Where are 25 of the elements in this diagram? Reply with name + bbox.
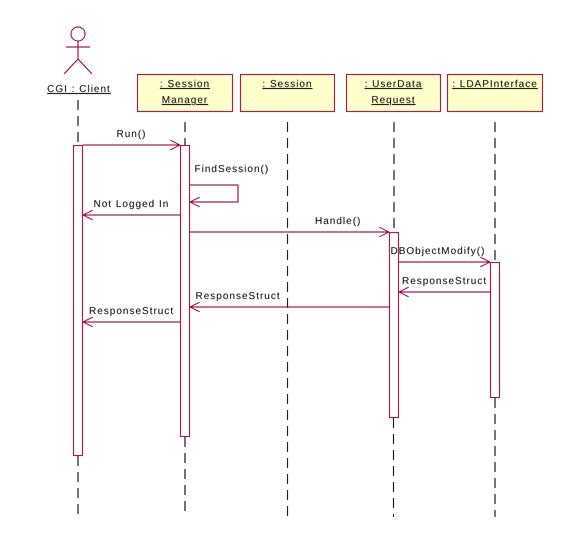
message-arrow — [398, 286, 490, 298]
actor-label: CGI : Client — [46, 84, 112, 96]
message-label: ResponseStruct — [401, 276, 488, 288]
message-arrow — [82, 316, 180, 328]
message-arrow — [82, 140, 180, 150]
message-arrow — [190, 302, 390, 312]
object-box: : LDAPInterface — [447, 74, 543, 112]
message-label: ResponseStruct — [88, 306, 176, 318]
message-label: Run() — [116, 129, 148, 141]
object-box: : Session — [240, 74, 335, 112]
message-arrow — [398, 256, 490, 268]
message-label: FindSession() — [194, 164, 270, 176]
object-box: : Session Manager — [137, 74, 233, 112]
message-label: Not Logged In — [92, 199, 170, 211]
message-arrow — [190, 226, 390, 238]
lifeline — [184, 122, 186, 146]
lifeline — [494, 122, 496, 262]
message-label: Handle() — [314, 216, 362, 228]
message-label: ResponseStruct — [194, 291, 282, 303]
message-arrow — [82, 210, 180, 220]
activation-bar — [490, 262, 500, 398]
activation-bar — [73, 145, 83, 456]
self-message-arrow — [190, 184, 238, 208]
object-box: : UserData Request — [346, 74, 441, 112]
activation-bar — [180, 145, 190, 437]
